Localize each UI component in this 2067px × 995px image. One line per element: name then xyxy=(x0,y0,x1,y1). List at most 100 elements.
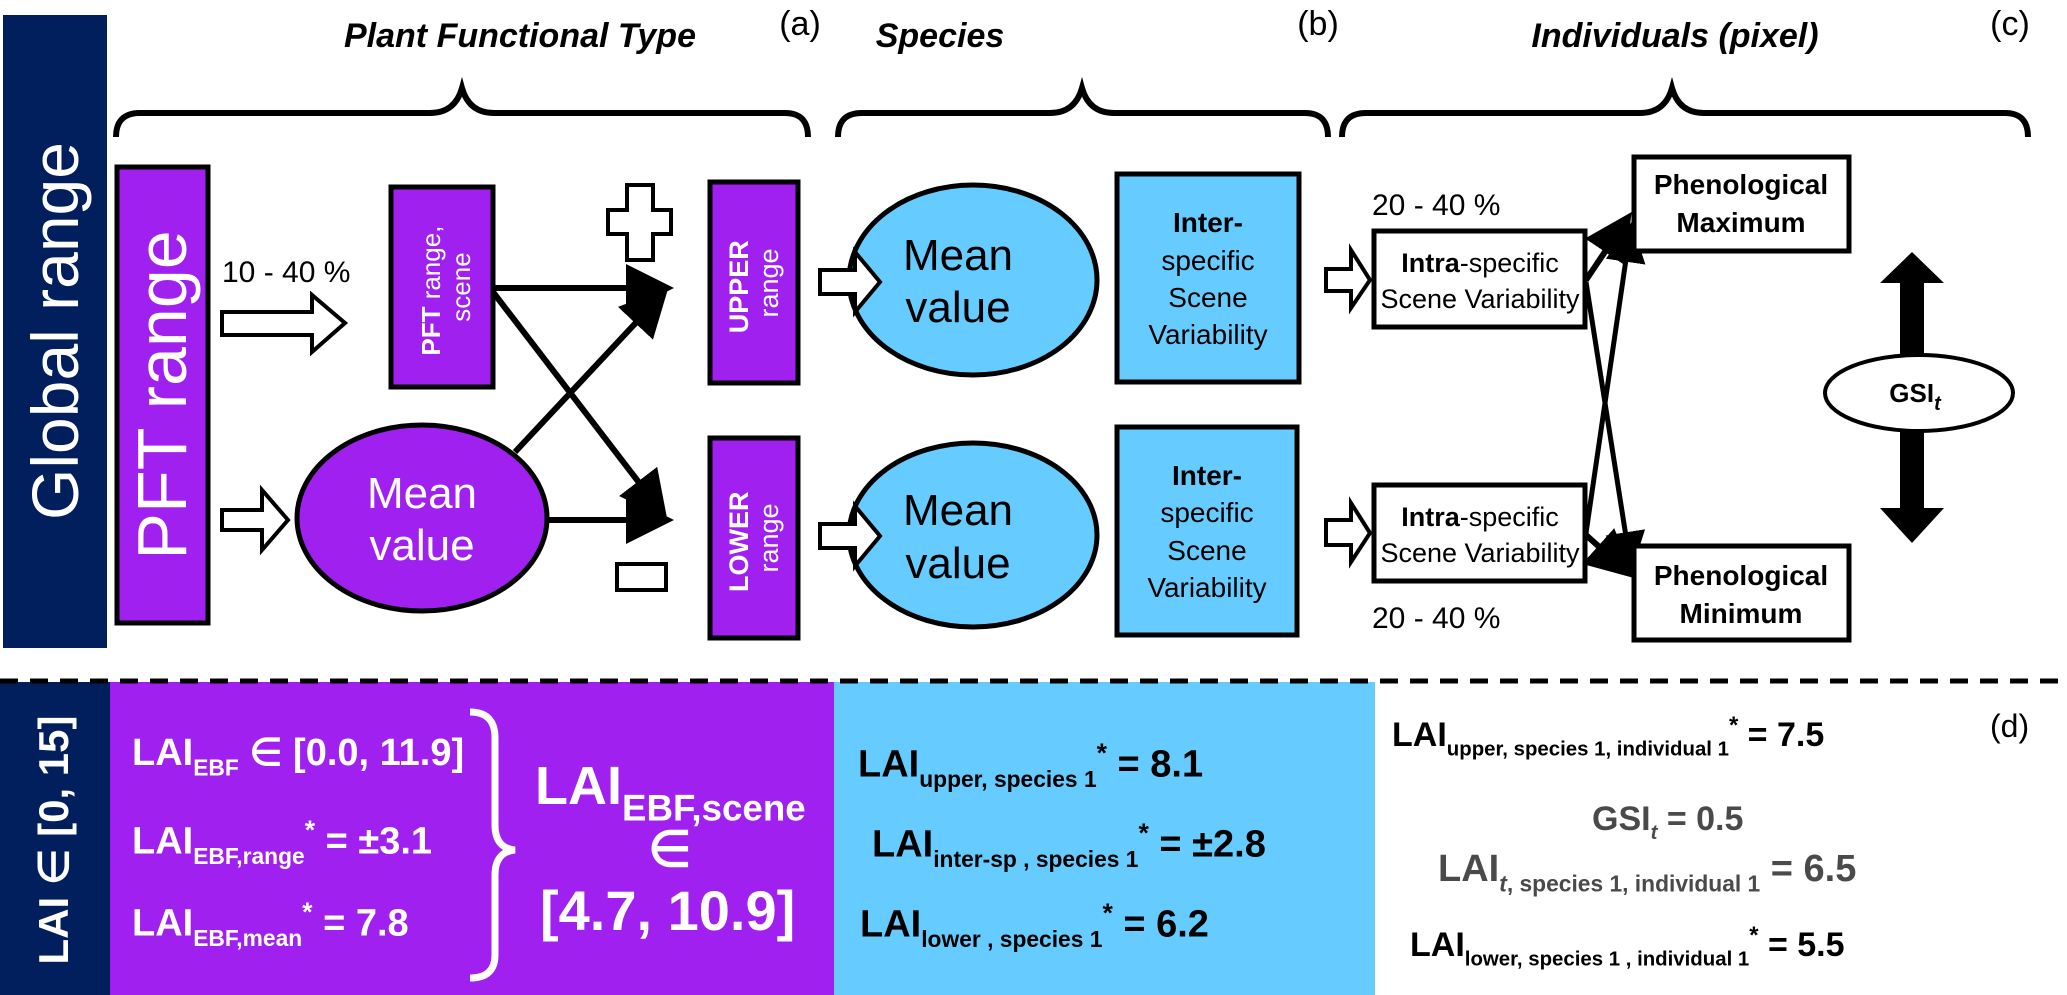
thick-arrow-to-min xyxy=(1880,432,1944,543)
eq-sup: * xyxy=(302,897,313,927)
arrow-mean-to-upper xyxy=(512,288,669,455)
eq-base: LAI xyxy=(535,756,622,816)
pft-scene-line2: scene xyxy=(446,252,476,321)
eq-base: GSI xyxy=(1592,800,1651,838)
intra-lower-bold: Intra xyxy=(1401,502,1460,532)
inter-lower-l3: Scene xyxy=(1167,535,1246,566)
eq-sub: EBF,range xyxy=(193,842,305,869)
eq-sub-italic: t xyxy=(1499,870,1507,897)
hollow-arrow-to-species-mean-upper xyxy=(818,246,883,318)
phen-max-l2: Maximum xyxy=(1676,207,1805,238)
pft-scene-line1-rest: range, xyxy=(416,226,446,307)
arrow-scene-to-lower xyxy=(490,290,668,520)
eq-lai-ebf-scene: LAIEBF,scene xyxy=(535,755,806,830)
inter-lower-l1: Inter- xyxy=(1172,460,1242,491)
thick-arrow-to-max xyxy=(1880,252,1944,355)
eq-lai-ebf-range-star: LAIEBF,range* = ±3.1 xyxy=(132,815,432,870)
member-of-symbol: ∈ xyxy=(648,821,692,877)
eq-base: LAI xyxy=(1392,716,1447,755)
eq-sub: t xyxy=(1650,822,1658,845)
inter-lower-l2: specific xyxy=(1160,497,1253,528)
eq-lai-upper-individual: LAIupper, species 1, individual 1* = 7.5 xyxy=(1392,712,1824,761)
upper-range-box xyxy=(707,179,801,386)
eq-sub: upper, species 1, individual 1 xyxy=(1446,738,1729,761)
eq-rhs: = 8.1 xyxy=(1106,743,1204,786)
brace-pft xyxy=(113,76,811,138)
bottom-navy-strip xyxy=(0,682,110,995)
eq-base: LAI xyxy=(860,903,922,946)
arrow-intra-lower-to-min xyxy=(1582,528,1634,579)
global-range-bar xyxy=(3,15,107,648)
intra-upper-bold: Intra xyxy=(1401,248,1460,278)
eq-base: LAI xyxy=(132,732,194,774)
intra-lower-l1: Intra-specific xyxy=(1401,502,1559,532)
eq-sub: inter-sp , species 1 xyxy=(933,845,1139,872)
species-mean-upper-line1: Mean xyxy=(903,231,1013,280)
lai-range-label: LAI ∈ [0, 15] xyxy=(30,716,77,965)
plus-icon xyxy=(606,183,673,262)
eq-sup: * xyxy=(1138,818,1149,848)
phenological-max-box xyxy=(1631,154,1852,254)
gsi-sub: t xyxy=(1934,393,1942,415)
lower-bold: LOWER xyxy=(724,492,754,593)
eq-sub: t, species 1, individual 1 xyxy=(1499,870,1760,896)
upper-range-label: UPPER range xyxy=(724,233,784,334)
pft-scene-label: PFT range, scene xyxy=(416,218,476,355)
panel-label-a: (a) xyxy=(779,5,821,43)
eq-sub: EBF,mean xyxy=(193,924,303,951)
phen-min-l2: Minimum xyxy=(1680,598,1803,629)
eq-rhs: = ±2.8 xyxy=(1148,823,1266,866)
hollow-arrow-to-intra-upper xyxy=(1324,243,1373,315)
eq-gsi-value: GSIt = 0.5 xyxy=(1592,800,1743,845)
phen-max-l1: Phenological xyxy=(1654,169,1828,200)
eq-sub: lower, species 1 , individual 1 xyxy=(1464,948,1750,971)
eq-sub: upper, species 1 xyxy=(919,765,1097,792)
intra-lower-l2: Scene Variability xyxy=(1380,538,1580,568)
eq-rhs: ∈ [0.0, 11.9] xyxy=(238,732,465,774)
hollow-arrow-to-intra-lower xyxy=(1324,496,1373,569)
gsi-main: GSI xyxy=(1889,378,1934,408)
eq-rhs: = 5.5 xyxy=(1758,926,1845,965)
inter-upper-l1: Inter- xyxy=(1173,207,1243,238)
bottom-pft-panel xyxy=(110,682,834,995)
pft-mean-ellipse xyxy=(294,422,550,614)
eq-lai-inter-species: LAIinter-sp , species 1* = ±2.8 xyxy=(872,818,1266,873)
eq-rhs: = 7.5 xyxy=(1738,716,1825,755)
hollow-arrow-to-mean xyxy=(220,484,291,556)
upper-bold: UPPER xyxy=(724,240,754,333)
eq-base: LAI xyxy=(872,823,934,866)
arrow-intra-upper-to-min xyxy=(1583,281,1646,572)
phenological-min-box xyxy=(1631,543,1852,643)
inter-upper-l3: Scene xyxy=(1168,282,1247,313)
eq-base: LAI xyxy=(132,902,194,945)
hollow-arrow-to-scene xyxy=(220,290,349,357)
species-mean-ellipse-upper xyxy=(846,182,1100,378)
scene-range-value: [4.7, 10.9] xyxy=(540,879,796,942)
eq-scene-range: [4.7, 10.9] xyxy=(540,878,795,943)
inter-lower-l4: Variability xyxy=(1147,572,1266,603)
lower-rest: range xyxy=(754,503,784,572)
section-title-individuals: Individuals (pixel) xyxy=(1531,17,1818,55)
eq-rhs: = 6.2 xyxy=(1112,903,1209,946)
species-mean-ellipse-lower xyxy=(846,440,1100,630)
eq-lai-t-individual: LAIt, species 1, individual 1 = 6.5 xyxy=(1438,848,1856,897)
brace-individuals xyxy=(1339,76,2031,138)
percent-label-intra-bottom: 20 - 40 % xyxy=(1372,602,1500,635)
upper-rest: range xyxy=(754,248,784,317)
eq-sup: * xyxy=(1096,738,1107,768)
arrow-intra-upper-to-max xyxy=(1583,212,1632,282)
eq-lai-lower-individual: LAIlower, species 1 , individual 1* = 5.… xyxy=(1410,922,1845,971)
panel-label-c: (c) xyxy=(1990,5,2030,43)
minus-icon xyxy=(615,562,668,592)
gsi-label: GSIt xyxy=(1889,378,1942,415)
eq-rhs: = 6.5 xyxy=(1760,848,1857,890)
lower-range-box xyxy=(707,435,801,641)
eq-sub-rest: , species 1, individual 1 xyxy=(1506,870,1761,897)
arrow-intra-lower-to-max xyxy=(1583,222,1646,534)
eq-base: LAI xyxy=(1438,848,1500,890)
hollow-arrow-to-species-mean-lower xyxy=(818,500,883,572)
eq-sub: EBF,scene xyxy=(622,787,806,829)
eq-sup: * xyxy=(1749,922,1759,949)
percent-label-pft: 10 - 40 % xyxy=(222,256,350,289)
